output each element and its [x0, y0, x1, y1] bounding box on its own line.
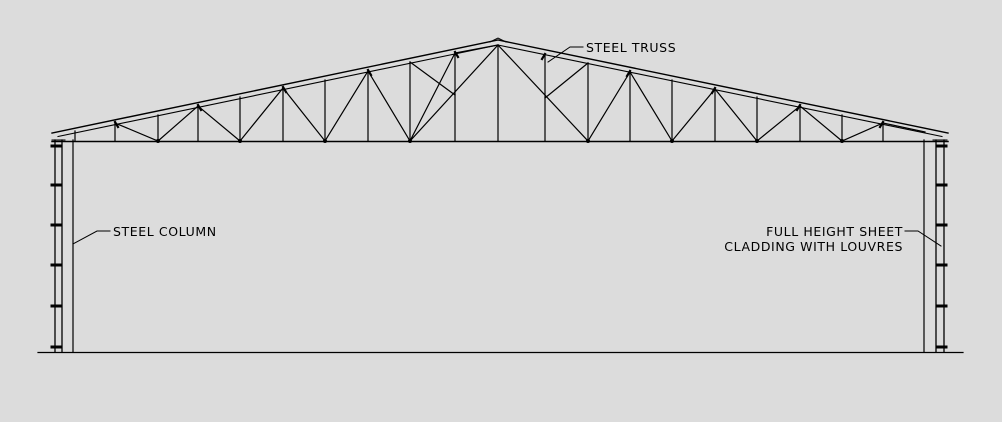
right-steel-column	[923, 139, 948, 353]
leader-cladding	[904, 230, 942, 247]
cladding-girts	[50, 144, 948, 349]
leader-steel-truss	[547, 46, 584, 63]
label-steel-truss: STEEL TRUSS	[586, 40, 676, 55]
leader-steel-column	[72, 230, 111, 245]
truss-nodes	[156, 139, 844, 143]
truss-top-chord	[51, 37, 949, 138]
purlin-markers	[113, 50, 885, 129]
label-cladding-line1: FULL HEIGHT SHEET	[766, 224, 903, 239]
left-steel-column	[51, 139, 74, 353]
label-cladding-line2: CLADDING WITH LOUVRES	[724, 239, 903, 254]
label-steel-column: STEEL COLUMN	[113, 224, 217, 239]
truss-web-left	[74, 44, 499, 143]
